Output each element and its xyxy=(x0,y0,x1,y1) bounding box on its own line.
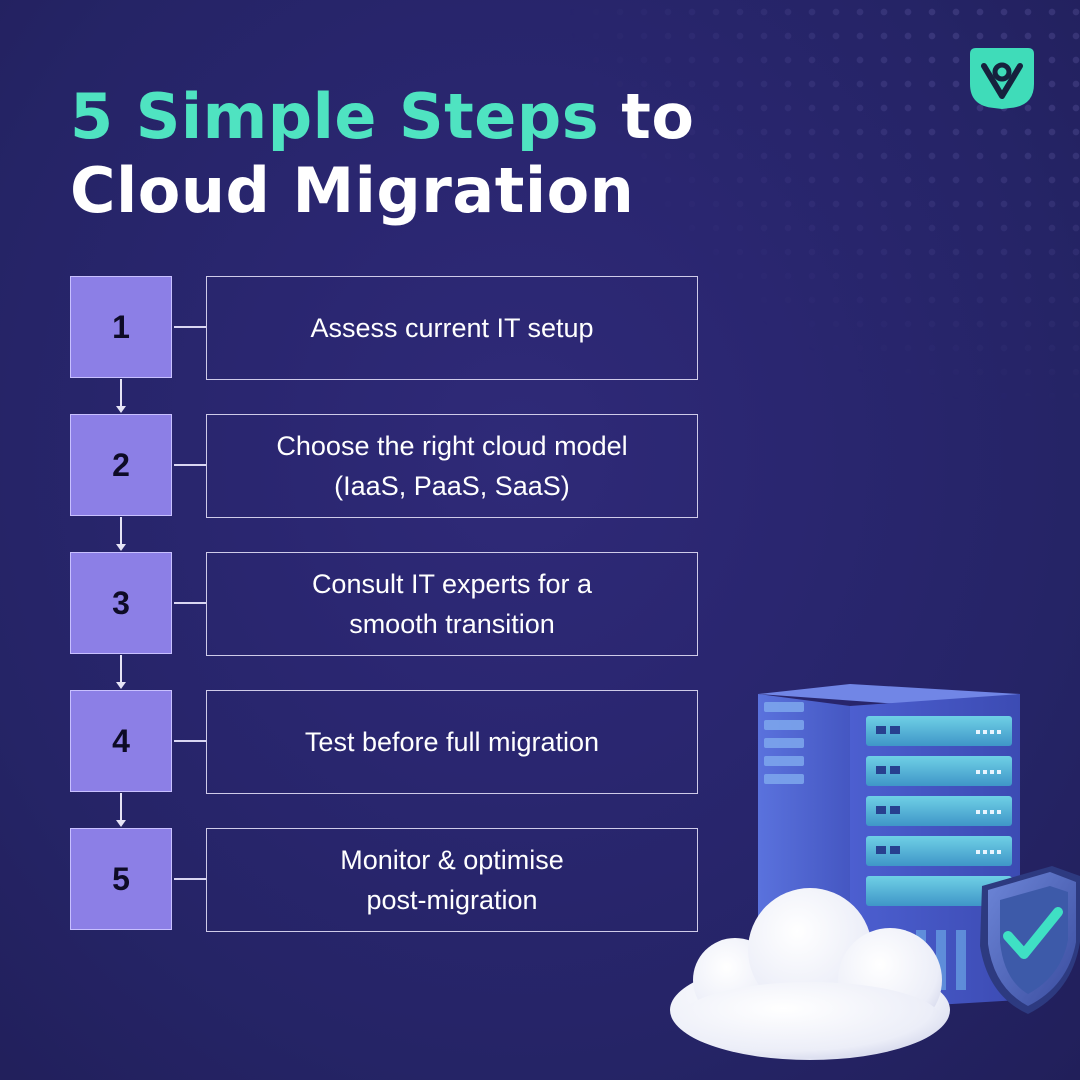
step-text-1: Assess current IT setup xyxy=(310,313,594,343)
step-text-2: Choose the right cloud model (IaaS, PaaS… xyxy=(276,431,628,501)
step-box-3: Consult IT experts for a smooth transiti… xyxy=(206,552,698,656)
page-title: 5 Simple Steps to Cloud Migration xyxy=(70,80,694,228)
title-line2: Cloud Migration xyxy=(70,154,635,227)
step-connector-5 xyxy=(174,878,206,880)
step-number-2: 2 xyxy=(70,414,172,516)
step-text-5: Monitor & optimise post-migration xyxy=(340,845,564,915)
step-text-3: Consult IT experts for a smooth transiti… xyxy=(311,569,593,639)
step-text-4: Test before full migration xyxy=(304,727,600,757)
step-box-5: Monitor & optimise post-migration xyxy=(206,828,698,932)
title-accent: 5 Simple Steps xyxy=(70,80,600,153)
step-connector-1 xyxy=(174,326,206,328)
step-number-4: 4 xyxy=(70,690,172,792)
step-box-2: Choose the right cloud model (IaaS, PaaS… xyxy=(206,414,698,518)
step-number-3: 3 xyxy=(70,552,172,654)
down-arrow-icon xyxy=(116,517,126,551)
server-rack-cloud-shield-icon xyxy=(670,684,1080,1060)
step-number-1: 1 xyxy=(70,276,172,378)
step-box-1: Assess current IT setup xyxy=(206,276,698,380)
brand-logo-icon xyxy=(970,48,1034,109)
title-rest: to xyxy=(599,80,695,153)
down-arrow-icon xyxy=(116,793,126,827)
step-connector-4 xyxy=(174,740,206,742)
down-arrow-icon xyxy=(116,379,126,413)
step-connector-2 xyxy=(174,464,206,466)
down-arrow-icon xyxy=(116,655,126,689)
step-connector-3 xyxy=(174,602,206,604)
step-number-5: 5 xyxy=(70,828,172,930)
step-box-4: Test before full migration xyxy=(206,690,698,794)
